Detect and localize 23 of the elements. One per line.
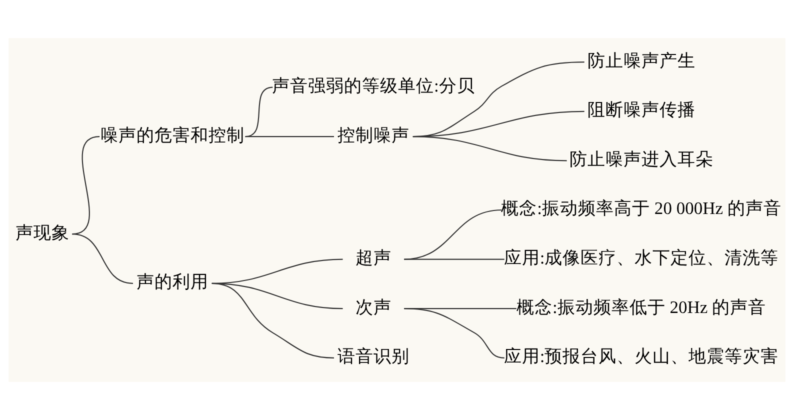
node-text: 概念:振动频率高于 20 000Hz 的声音 [501,198,782,218]
node-text: 超声 [355,247,392,268]
connector [245,86,273,138]
node-text: 防止噪声进入耳朵 [569,148,714,169]
connector [245,136,334,138]
connector [412,136,567,162]
node-text: 声的利用 [136,272,208,292]
node-text: 应用:成像医疗、水下定位、清洗等 [504,247,779,268]
node-text: 概念:振动频率低于 20Hz 的声音 [516,296,766,317]
connector [404,209,502,260]
node-text: 防止噪声产生 [587,50,696,70]
node-text: 语音识别 [337,346,410,366]
node-text: 应用:预报台风、火山、地震等灾害 [504,346,779,366]
node-text: 控制噪声 [337,124,410,145]
node-text: 声音强弱的等级单位:分贝 [272,75,475,96]
node-text: 次声 [355,296,392,317]
node-text: 阻断噪声传播 [587,100,696,120]
node-text: 噪声的危害和控制 [100,124,244,145]
node-text: 声现象 [16,222,70,242]
connector [404,308,504,358]
connector [212,282,334,358]
connector [404,258,504,260]
connector [72,234,134,284]
